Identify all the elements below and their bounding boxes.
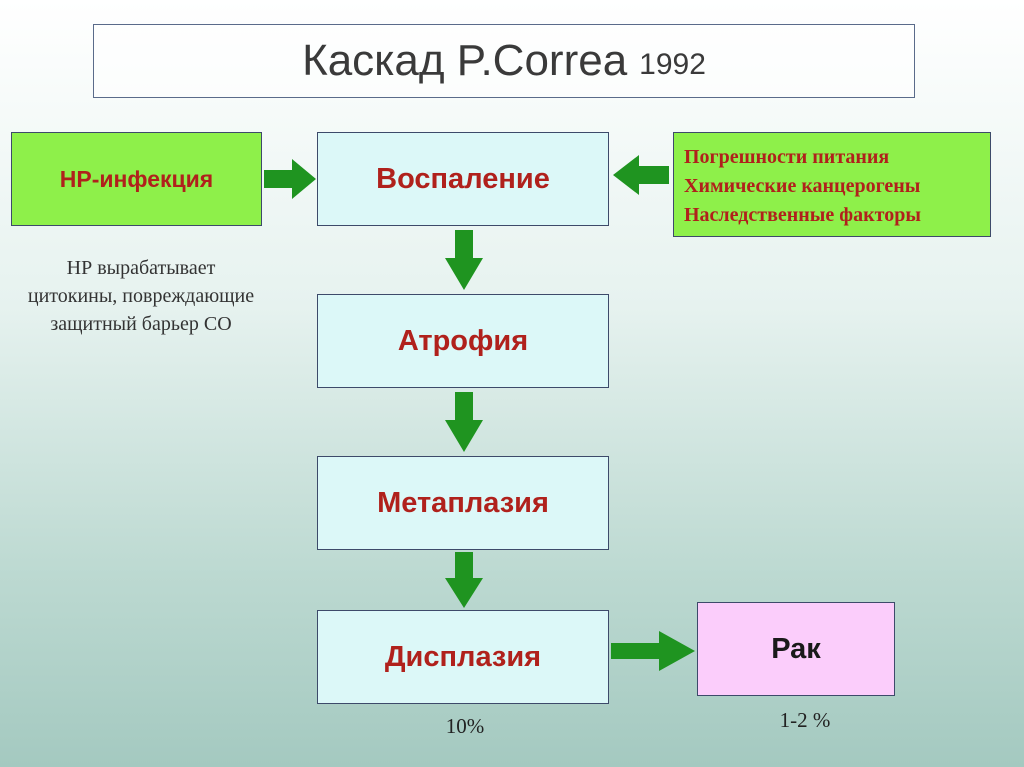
cancer-percent: 1-2 %: [779, 708, 831, 732]
stage-inflammation-label: Воспаление: [376, 162, 550, 195]
title-box: Каскад P.Correa 1992: [93, 24, 915, 98]
stage-atrophy: Атрофия: [317, 294, 609, 388]
stage-dysplasia-label: Дисплазия: [384, 640, 542, 673]
hp-infection-box: НР-инфекция: [11, 132, 262, 226]
stage-dysplasia: Дисплазия: [317, 610, 609, 704]
dysplasia-percent: 10%: [445, 714, 485, 738]
arrow-inflammation-to-atrophy: [445, 230, 483, 290]
title-year: 1992: [639, 48, 706, 81]
factor-hereditary: Наследственные факторы: [684, 204, 921, 226]
risk-factors-box: Погрешности питания Химические канцероге…: [673, 132, 991, 237]
stage-metaplasia: Метаплазия: [317, 456, 609, 550]
stage-atrophy-label: Атрофия: [397, 324, 529, 357]
arrow-metaplasia-to-dysplasia: [445, 552, 483, 608]
arrow-atrophy-to-metaplasia: [445, 392, 483, 452]
factor-chemical: Химические канцерогены: [684, 175, 921, 197]
hp-note-line-3: защитный барьер СО: [50, 313, 232, 335]
hp-note-line-1: НР вырабатывает: [66, 257, 216, 279]
cancer-box: Рак: [697, 602, 895, 696]
cancer-label: Рак: [771, 632, 821, 665]
arrow-dysplasia-to-cancer: [611, 631, 695, 671]
arrow-factors-to-inflammation: [613, 155, 669, 195]
page-title: Каскад P.Correa: [302, 36, 628, 85]
stage-inflammation: Воспаление: [317, 132, 609, 226]
arrow-hp-to-inflammation: [264, 159, 316, 199]
hp-infection-label: НР-инфекция: [59, 165, 214, 192]
hp-note-line-2: цитокины, повреждающие: [27, 285, 255, 307]
factor-nutrition: Погрешности питания: [684, 146, 890, 168]
hp-note: НР вырабатывает цитокины, повреждающие з…: [0, 254, 282, 338]
stage-metaplasia-label: Метаплазия: [377, 486, 549, 519]
